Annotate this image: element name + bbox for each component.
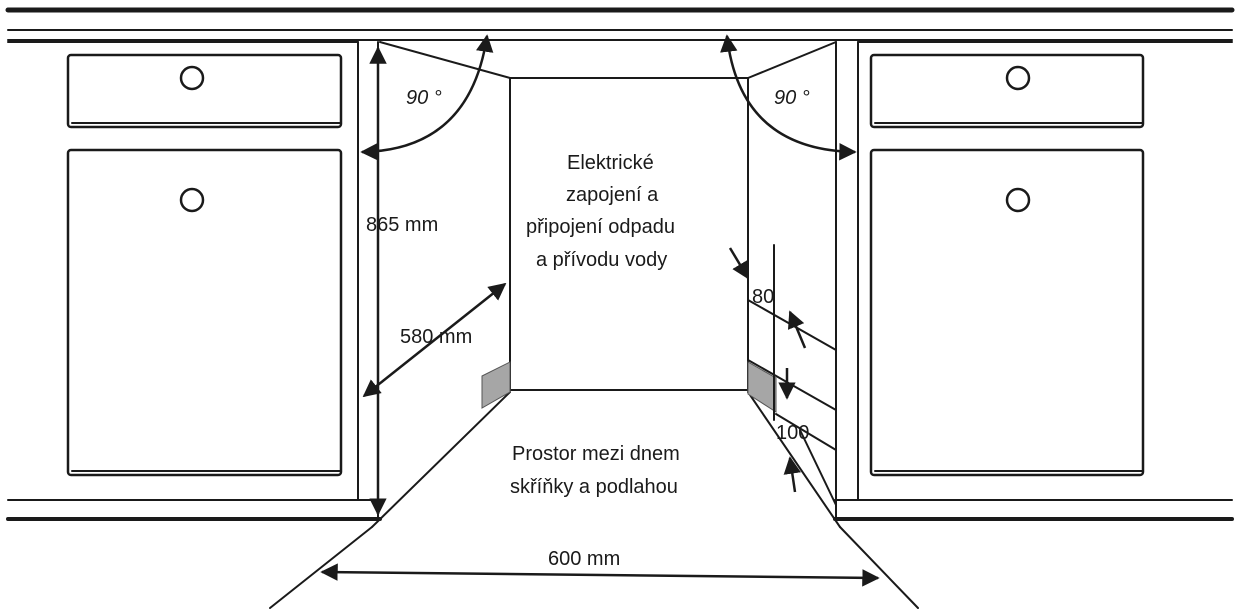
gap-label-line-2: skříňky a podlahou [510,476,678,498]
swing-arc-right [720,34,857,161]
connection-pointer-arrow [728,247,750,280]
swing-arc-left [360,34,494,161]
floor-left-perspective [371,391,511,528]
connection-label-line-3: připojení odpadu [526,216,675,238]
floor-plinth [6,499,1234,521]
right-drawer-front [869,53,1145,129]
connection-label-line-2: zapojení a [566,184,659,206]
service-box-left [481,361,511,409]
left-door-knob [179,187,205,213]
angle-left-label: 90 ° [406,87,442,109]
right-door-front [869,148,1145,477]
dim-100-label: 100 [776,422,809,444]
left-cabinet [7,41,379,520]
depth-dimension-arrow [362,282,507,398]
connection-label-line-4: a přívodu vody [536,249,667,271]
door-swing-right [720,34,857,161]
floor-right-extension [839,526,919,609]
right-cabinet [835,41,1233,520]
connection-label-line-1: Elektrické [567,152,654,174]
left-drawer-knob [179,65,205,91]
dim-100-arrow [783,456,801,493]
dim-80-arrow [787,310,807,349]
right-drawer-knob [1005,65,1031,91]
floor-left-extension [269,526,373,609]
left-door-front [66,148,343,477]
floor-right-perspective [747,391,841,528]
niche-left-top-edge [379,41,511,79]
left-drawer-front [66,53,343,129]
right-door-knob [1005,187,1031,213]
dishwasher-niche [269,41,919,609]
height-label: 865 mm [366,214,438,236]
depth-label: 580 mm [400,326,472,348]
countertop [5,7,1235,41]
angle-right-label: 90 ° [774,87,810,109]
right-wall-line-lower [775,413,837,451]
door-swing-left [360,34,494,161]
width-dimension-arrow [320,563,880,587]
dim-80-label: 80 [752,286,774,308]
gap-label-line-1: Prostor mezi dnem [512,443,680,465]
width-label: 600 mm [548,548,620,570]
service-box-right [747,361,777,413]
niche-right-top-edge [747,41,837,79]
right-plinth-diagonal [799,429,837,506]
